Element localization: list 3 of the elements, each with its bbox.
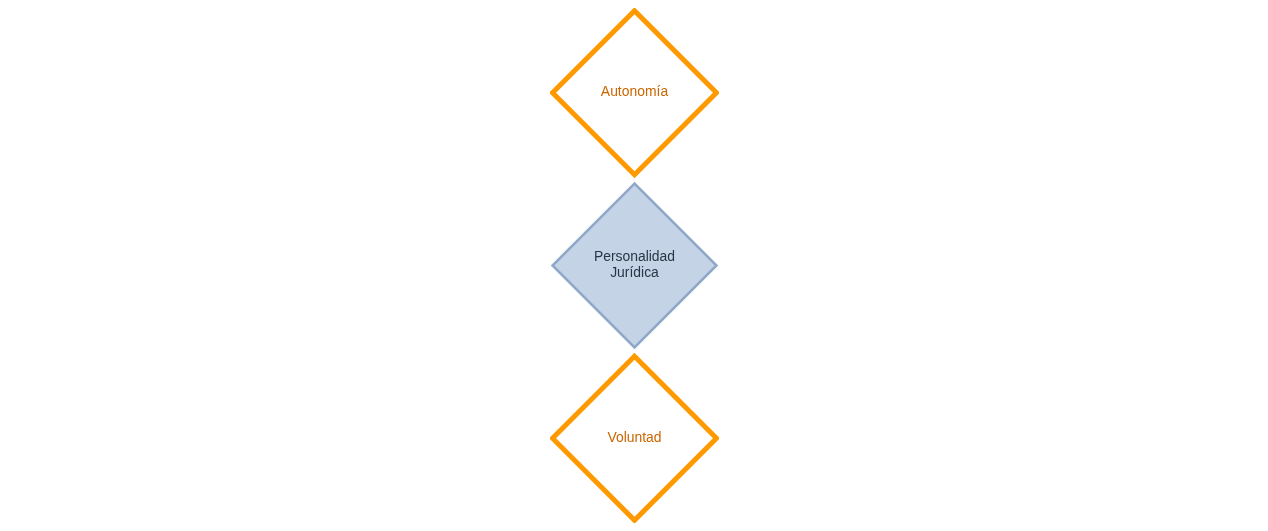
node-diamond: Voluntad [549, 352, 719, 523]
node-diamond: Personalidad Jurídica [550, 181, 718, 350]
node-diamond: Autonomía [549, 8, 719, 179]
